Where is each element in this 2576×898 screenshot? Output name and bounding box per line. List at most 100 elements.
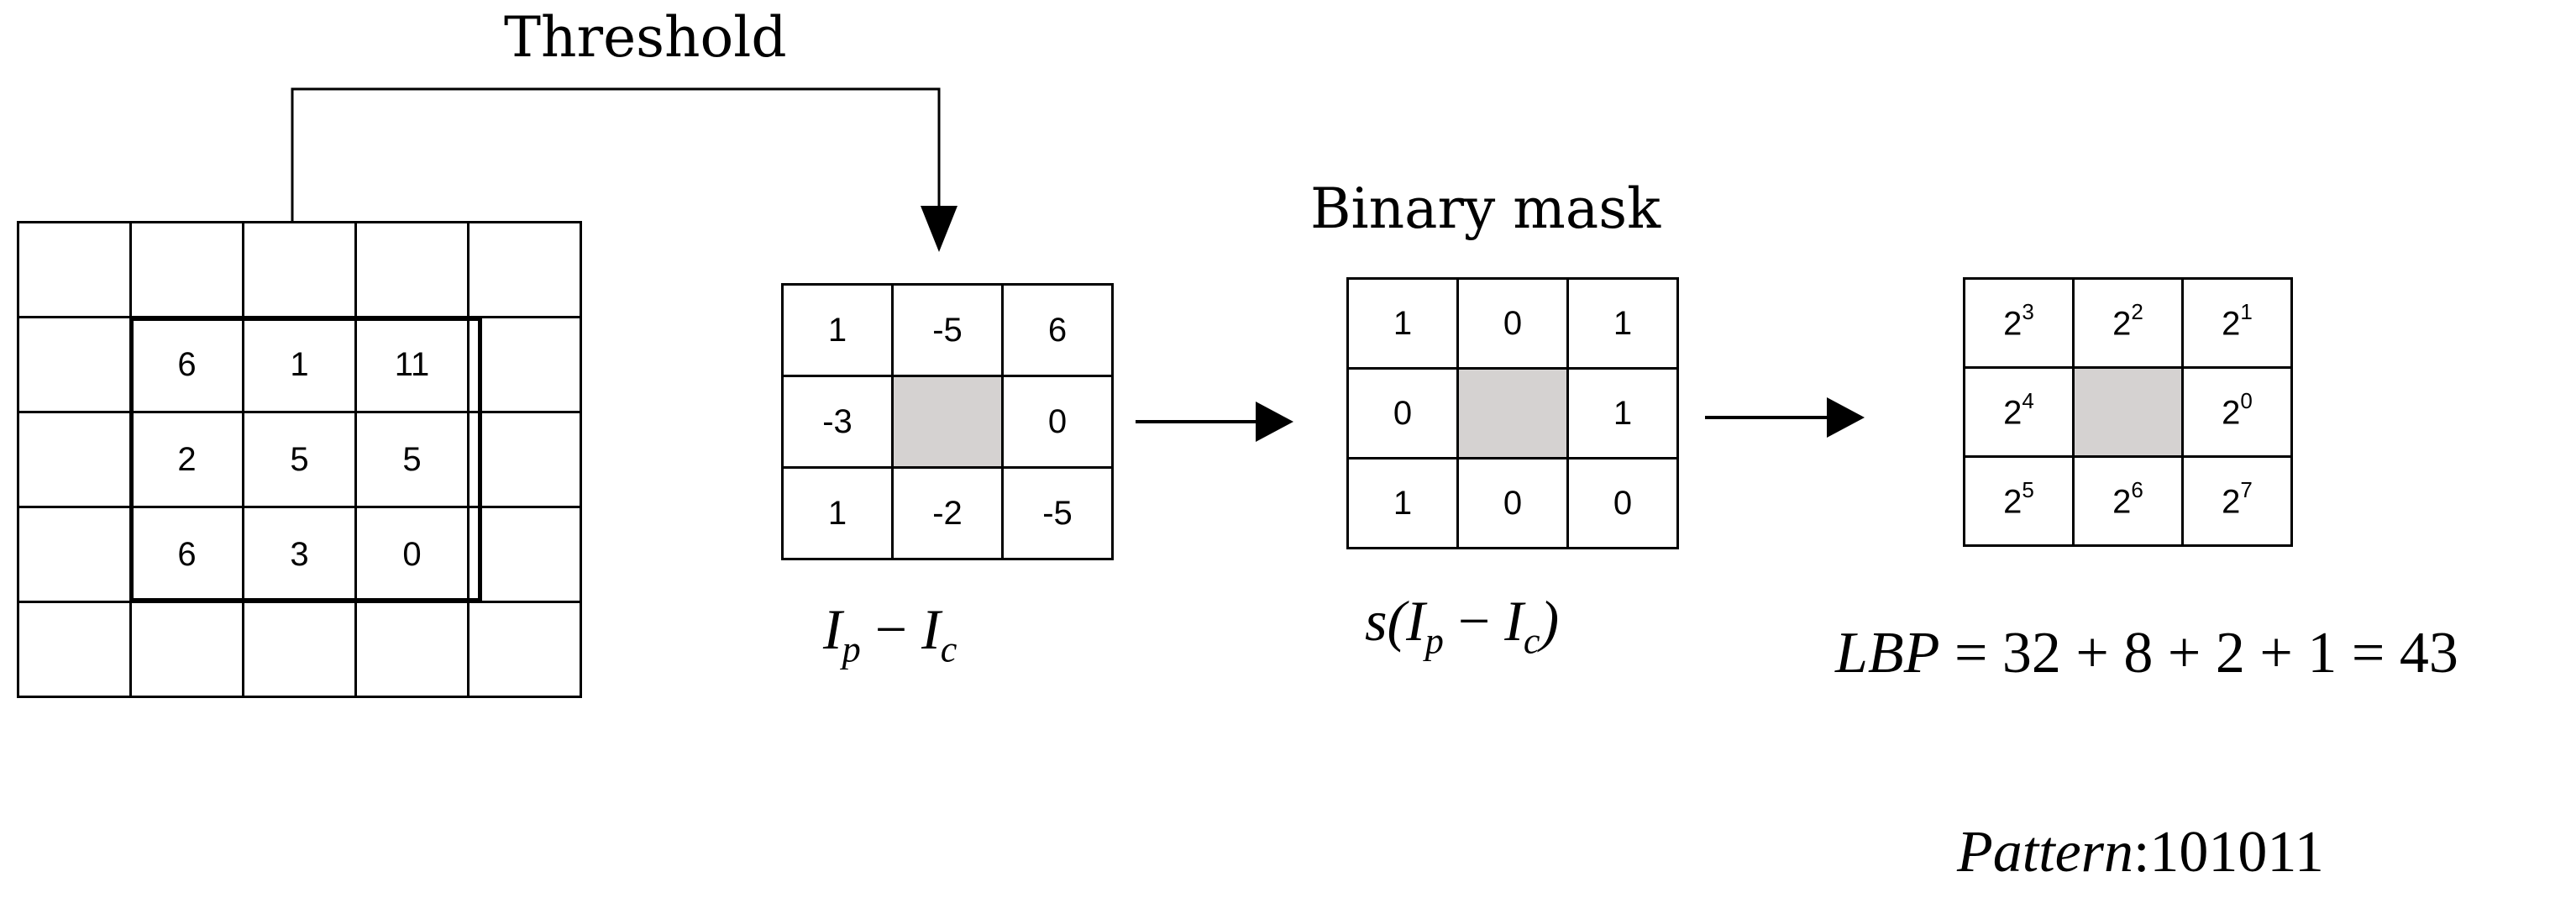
pattern-separator: : xyxy=(2133,820,2150,885)
binary-mask-grid-cell: 1 xyxy=(1346,277,1459,370)
weight-exponent: 1 xyxy=(2240,299,2253,325)
pattern-name: Pattern xyxy=(1957,820,2133,885)
image-grid-cell xyxy=(354,601,470,698)
weight-exponent: 7 xyxy=(2240,477,2253,503)
weight-grid-cell: 23 xyxy=(1963,277,2075,369)
binary-mask-caption: s(Ip − Ic) xyxy=(1365,589,1560,662)
image-grid-cell: 1 xyxy=(242,316,357,413)
binary-mask-grid-cell: 0 xyxy=(1456,277,1569,370)
binary-mask-grid-cell: 1 xyxy=(1566,277,1679,370)
weight-grid-cell: 20 xyxy=(2181,366,2293,458)
image-grid-cell xyxy=(467,601,582,698)
image-grid-cell xyxy=(467,316,582,413)
image-grid-cell xyxy=(17,601,132,698)
binary-mask-grid-cell: 0 xyxy=(1566,457,1679,549)
weight-grid-cell: 26 xyxy=(2072,455,2184,547)
weight-base: 2 xyxy=(2003,305,2023,343)
image-grid-cell xyxy=(17,506,132,603)
arrow-mask-to-weights-head xyxy=(1827,397,1865,438)
image-grid-cell: 0 xyxy=(354,506,470,603)
weight-grid-cell: 22 xyxy=(2072,277,2184,369)
difference-grid-cell: -5 xyxy=(891,283,1004,377)
weight-grid-cell: 27 xyxy=(2181,455,2293,547)
binary-mask-grid-cell xyxy=(1456,367,1569,460)
difference-grid-cell: -3 xyxy=(781,375,894,469)
binary-mask-grid-cell: 0 xyxy=(1346,367,1459,460)
arrow-diff-to-mask-head xyxy=(1256,402,1293,442)
pattern-line: Pattern:101011 xyxy=(1957,819,2324,886)
weight-exponent: 5 xyxy=(2022,477,2034,503)
lbp-name: LBP xyxy=(1835,621,1940,685)
image-grid-cell xyxy=(467,411,582,508)
difference-grid-cell: 0 xyxy=(1001,375,1114,469)
threshold-label: Threshold xyxy=(504,5,787,70)
image-grid-cell xyxy=(242,601,357,698)
weight-base: 2 xyxy=(2003,394,2023,432)
image-grid-cell xyxy=(17,221,132,318)
lbp-formula: LBP = 32 + 8 + 2 + 1 = 43 xyxy=(1835,620,2458,687)
image-grid-row xyxy=(17,221,582,318)
image-grid-cell xyxy=(17,411,132,508)
binary-mask-grid-cell: 1 xyxy=(1566,367,1679,460)
image-grid-cell xyxy=(242,221,357,318)
image-grid-cell: 5 xyxy=(242,411,357,508)
weight-base: 2 xyxy=(2222,394,2241,432)
pattern-value: 101011 xyxy=(2149,820,2324,885)
difference-grid-row: 1-2-5 xyxy=(781,466,1114,560)
image-grid-cell: 6 xyxy=(129,316,244,413)
weight-grid-cell: 25 xyxy=(1963,455,2075,547)
image-grid-cell xyxy=(129,221,244,318)
threshold-arrowhead xyxy=(921,206,957,252)
binary-mask-grid-cell: 1 xyxy=(1346,457,1459,549)
center-3x3-highlight xyxy=(129,317,482,602)
weight-base: 2 xyxy=(2222,483,2241,521)
weight-grid-cell xyxy=(2072,366,2184,458)
binary-mask-grid-cell: 0 xyxy=(1456,457,1569,549)
image-grid-cell xyxy=(354,221,470,318)
image-grid-row xyxy=(17,601,582,698)
difference-grid-cell: -2 xyxy=(891,466,1004,560)
difference-grid-cell xyxy=(891,375,1004,469)
weight-exponent: 3 xyxy=(2022,299,2034,325)
binary-mask-label: Binary mask xyxy=(1310,176,1661,241)
weight-grid-cell: 24 xyxy=(1963,366,2075,458)
threshold-connector-line xyxy=(291,87,941,221)
difference-grid-cell: -5 xyxy=(1001,466,1114,560)
difference-grid-row: -3 0 xyxy=(781,375,1114,469)
difference-caption: Ip − Ic xyxy=(823,597,957,670)
image-grid-cell xyxy=(467,221,582,318)
difference-grid-cell: 1 xyxy=(781,283,894,377)
weight-exponent: 4 xyxy=(2022,388,2034,414)
image-grid-cell xyxy=(129,601,244,698)
weight-base: 2 xyxy=(2222,305,2241,343)
weight-grid-cell: 21 xyxy=(2181,277,2293,369)
weight-exponent: 6 xyxy=(2131,477,2143,503)
lbp-expression: = 32 + 8 + 2 + 1 = 43 xyxy=(1954,621,2458,685)
weight-exponent: 0 xyxy=(2240,388,2253,414)
weight-base: 2 xyxy=(2112,483,2132,521)
difference-grid-cell: 6 xyxy=(1001,283,1114,377)
image-grid-cell: 5 xyxy=(354,411,470,508)
image-grid-cell: 11 xyxy=(354,316,470,413)
weight-exponent: 2 xyxy=(2131,299,2143,325)
weight-base: 2 xyxy=(2112,305,2132,343)
image-grid-cell xyxy=(17,316,132,413)
weight-base: 2 xyxy=(2003,483,2023,521)
difference-grid-cell: 1 xyxy=(781,466,894,560)
image-grid-cell xyxy=(467,506,582,603)
